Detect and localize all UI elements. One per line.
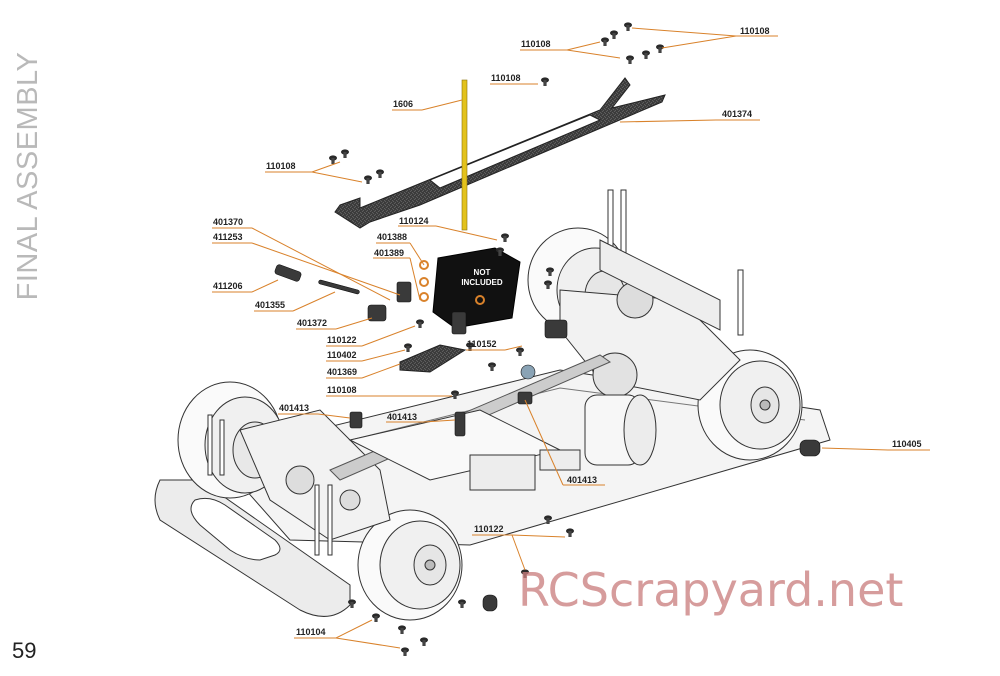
label-401372: 401372 — [297, 318, 327, 328]
servo: NOT INCLUDED — [432, 247, 521, 329]
wheel-front-right — [357, 509, 463, 621]
steering-parts — [274, 264, 821, 612]
label-110104: 110104 — [296, 627, 326, 637]
label-401413-mid: 401413 — [387, 412, 417, 422]
leader-lines — [212, 27, 930, 649]
washers-401388 — [419, 260, 485, 305]
page-number: 59 — [12, 638, 37, 663]
label-411206: 411206 — [213, 281, 243, 291]
label-110108-mid: 110108 — [491, 73, 521, 83]
label-401388: 401388 — [377, 232, 407, 242]
label-401413-left: 401413 — [279, 403, 309, 413]
label-401370: 401370 — [213, 217, 243, 227]
chassis-drawing — [154, 189, 831, 621]
label-110108-lower: 110108 — [327, 385, 357, 395]
servo-note-line1: NOT — [474, 268, 491, 277]
label-110108-top-right: 110108 — [740, 26, 770, 36]
body-posts — [207, 189, 744, 556]
label-401389: 401389 — [374, 248, 404, 258]
label-401413-right: 401413 — [567, 475, 597, 485]
watermark: RCScrapyard.net — [518, 563, 903, 617]
electronics-box — [469, 454, 536, 491]
label-110122-lower: 110122 — [474, 524, 504, 534]
label-1606: 1606 — [393, 99, 413, 109]
label-110108-top-left: 110108 — [521, 39, 551, 49]
label-110402: 110402 — [327, 350, 357, 360]
rear-bulkhead — [599, 239, 721, 331]
servo-note-line2: INCLUDED — [461, 278, 503, 287]
wheel-rear-right — [697, 349, 803, 461]
servo-plate-401369 — [399, 344, 467, 373]
motor — [584, 394, 657, 466]
label-110122-upper: 110122 — [327, 335, 357, 345]
part-labels: 110108 110108 110108 1606 401374 110108 … — [213, 26, 922, 637]
label-411253: 411253 — [213, 232, 243, 242]
label-401374: 401374 — [722, 109, 752, 119]
label-110405: 110405 — [892, 439, 922, 449]
label-110108-left: 110108 — [266, 161, 296, 171]
label-401369: 401369 — [327, 367, 357, 377]
antenna-1606 — [461, 79, 468, 231]
label-110152: 110152 — [467, 339, 497, 349]
label-401355: 401355 — [255, 300, 285, 310]
label-110124: 110124 — [399, 216, 429, 226]
